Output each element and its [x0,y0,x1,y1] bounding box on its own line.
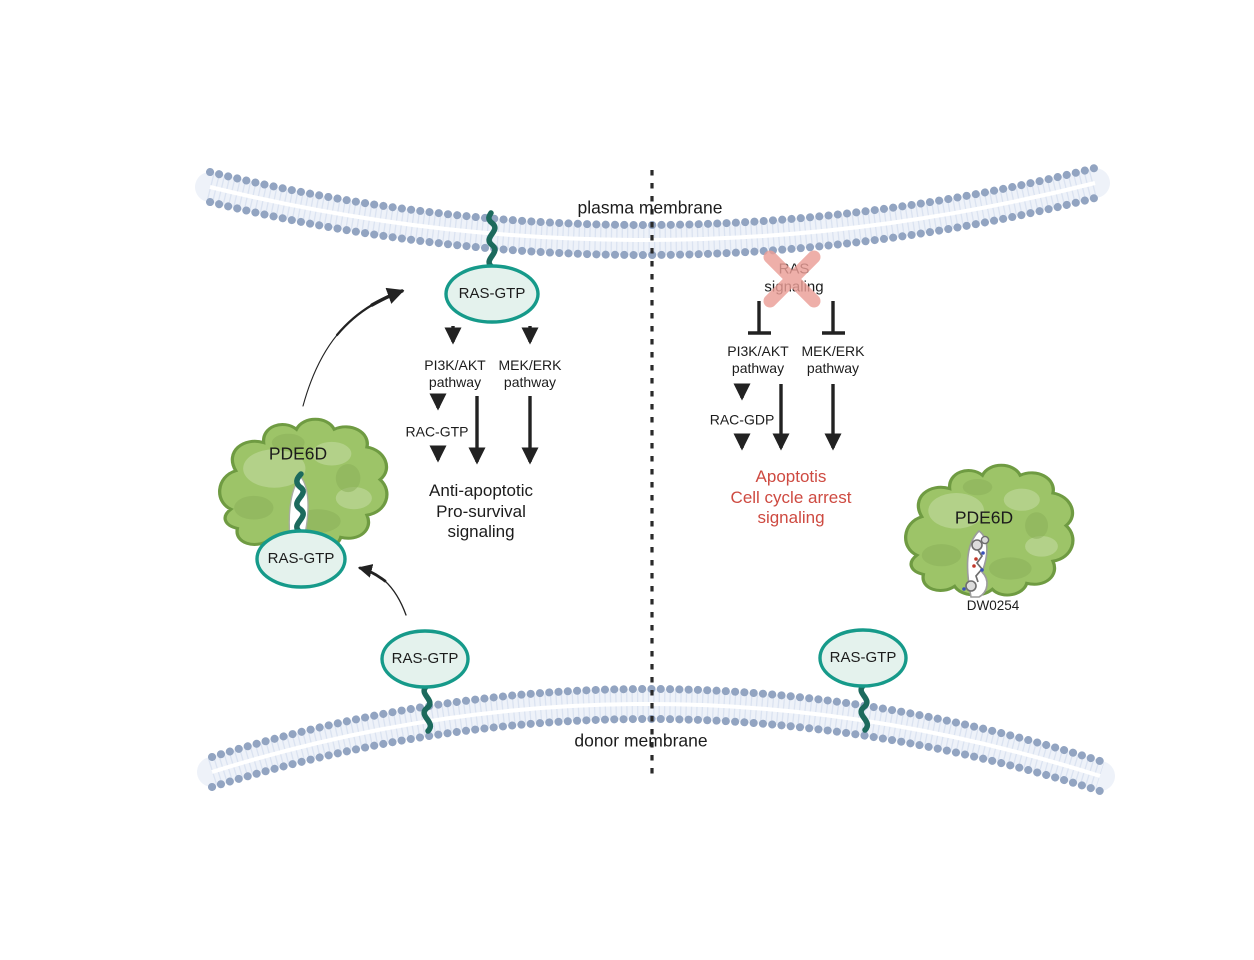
ras-gtp-donor-right-ellipse [818,628,908,688]
ras-gtp-chaperone-ellipse [255,529,347,589]
ras-gtp-chaperone-label: RAS-GTP [267,549,335,567]
rac-gdp-label: RAC-GDP [709,411,775,428]
pde6d-right-shadows [921,478,1049,580]
right-pathway-arrows [733,383,842,451]
mek-erk-pathway-left-label: MEK/ERK pathway [498,356,562,390]
donor-membrane-bilayer [197,685,1115,795]
pde6d-right-label: PDE6D [954,507,1014,528]
ras-gtp-donor-right-label: RAS-GTP [829,648,897,666]
farnesyl-tail-donor-right [858,682,870,733]
rac-gtp-label: RAC-GTP [405,423,469,440]
farnesyl-tail-chaperone [294,471,306,535]
transport-arrow-to-chaperone [357,564,407,616]
pde6d-left-label: PDE6D [268,443,328,464]
transport-arrow-to-plasma [302,287,405,407]
pde6d-right-blob [904,463,1075,597]
ras-gtp-plasma-ellipse [444,264,540,324]
plasma-membrane-label: plasma membrane [577,197,723,218]
ras-gtp-plasma-label: RAS-GTP [458,284,526,302]
left-pathway-arrows [429,326,539,465]
right-outcome-label: Apoptotis Cell cycle arrest signaling [730,466,852,528]
ras-signaling-label: RAS signaling [764,260,824,296]
pi3k-akt-pathway-right-label: PI3K/AKT pathway [727,342,789,376]
pde6d-right-highlights [928,488,1058,557]
mek-erk-pathway-right-label: MEK/ERK pathway [801,342,865,376]
dw0254-molecule-icon [962,535,990,592]
pde6d-left-highlights [243,441,372,510]
ras-gtp-donor-left-ellipse [380,629,470,689]
farnesyl-tail-donor-left [421,683,433,734]
right-inhibition-tbars [748,301,845,335]
ras-gtp-donor-left-label: RAS-GTP [391,649,459,667]
dw0254-label: DW0254 [966,597,1020,613]
donor-membrane-label: donor membrane [574,730,708,751]
left-outcome-label: Anti-apoptotic Pro-survival signaling [429,480,533,542]
farnesyl-tail-plasma [486,210,498,270]
pi3k-akt-pathway-left-label: PI3K/AKT pathway [424,356,486,390]
